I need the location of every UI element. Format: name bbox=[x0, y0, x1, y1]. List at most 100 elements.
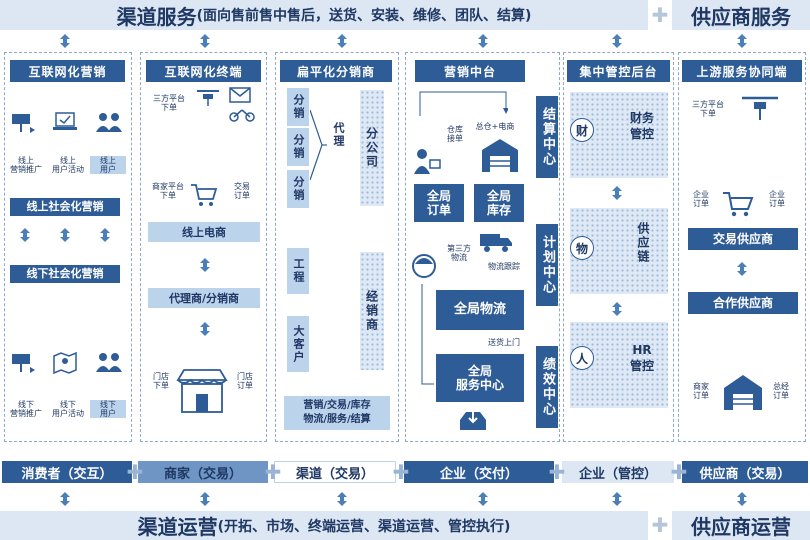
double-arrow-icon bbox=[612, 34, 622, 48]
double-arrow-icon bbox=[200, 258, 210, 272]
label-warehouse-accept: 仓库 接单 bbox=[447, 125, 463, 143]
column-title-backend: 集中管控后台 bbox=[567, 60, 670, 82]
box-global-stock: 全局 库存 bbox=[474, 184, 524, 222]
supplier-ops-title: 供应商运营 bbox=[691, 515, 791, 539]
box-fenxiao-1: 分销 bbox=[287, 88, 309, 126]
mid-bar-channel: 渠道（交易） bbox=[274, 461, 396, 483]
box-agent-distributor: 代理商/分销商 bbox=[148, 288, 260, 308]
circle-ren: 人 bbox=[570, 346, 594, 370]
box-fengongsi: 分公司 bbox=[360, 90, 384, 206]
column-frame-terminal bbox=[140, 52, 267, 442]
label-third-party-logistics: 第三方 物流 bbox=[447, 244, 471, 262]
side-settlement-center: 结算中心 bbox=[536, 96, 558, 178]
label-store-order: 门店 下单 bbox=[153, 372, 169, 390]
distributor-functions-line-2: 物流/服务/结算 bbox=[303, 414, 371, 425]
label-store-order-2: 门店 订单 bbox=[237, 372, 253, 390]
map-pin-icon bbox=[52, 350, 78, 374]
users-group-icon bbox=[95, 350, 123, 374]
panel-hr bbox=[570, 322, 668, 408]
double-arrow-icon bbox=[200, 322, 210, 336]
box-dakehu: 大客户 bbox=[287, 316, 309, 372]
column-title-distributor: 扁平化分销商 bbox=[280, 60, 392, 82]
delivery-bike-icon bbox=[228, 106, 256, 122]
double-arrow-icon bbox=[612, 302, 622, 316]
double-arrow-icon bbox=[612, 186, 622, 200]
supplier-service-bar: 供应商服务 bbox=[672, 0, 810, 30]
column-frame-distributor bbox=[275, 52, 399, 442]
mid-bar-enterprise-delivery: 企业（交付） bbox=[404, 461, 554, 483]
double-arrow-icon bbox=[100, 228, 110, 242]
double-arrow-icon bbox=[20, 228, 30, 242]
label-third-party-order-upstream: 三方平台 下单 bbox=[692, 100, 724, 118]
side-performance-center: 绩效中心 bbox=[536, 346, 558, 428]
box-trade-supplier: 交易供应商 bbox=[688, 228, 798, 250]
box-jingxiaoshang: 经销商 bbox=[360, 252, 384, 370]
mid-bar-enterprise-control: 企业（管控） bbox=[562, 461, 674, 483]
label-third-party-order: 三方平台 下单 bbox=[153, 94, 185, 112]
plus-separator-bottom: ✚ bbox=[651, 513, 669, 537]
supplier-ops-bar: 供应商运营 bbox=[672, 511, 810, 540]
box-global-order: 全局 订单 bbox=[414, 184, 464, 222]
label-offline-promotion: 线下 营销推广 bbox=[10, 400, 42, 418]
text-hr-control: HR 管控 bbox=[629, 343, 654, 373]
column-title-middle-platform: 营销中台 bbox=[415, 60, 525, 82]
column-frame-backend bbox=[563, 52, 674, 442]
users-group-icon bbox=[95, 110, 123, 134]
box-distributor-functions: 营销/交易/库存 物流/服务/结算 bbox=[284, 396, 390, 430]
label-trade-order: 交易 订单 bbox=[234, 182, 250, 200]
drone-icon bbox=[195, 86, 221, 108]
label-enterprise-order: 企业 订单 bbox=[693, 190, 709, 208]
supplier-service-title: 供应商服务 bbox=[691, 4, 791, 29]
double-arrow-icon bbox=[200, 492, 210, 506]
box-gongcheng: 工程 bbox=[287, 248, 309, 294]
circle-wu: 物 bbox=[570, 236, 594, 260]
flow-connector-icon bbox=[418, 88, 508, 118]
column-frame-middle-platform bbox=[405, 52, 560, 442]
label-merchant-order: 商家平台 下单 bbox=[152, 182, 184, 200]
label-merchant-order-upstream: 商家 订单 bbox=[693, 382, 709, 400]
double-arrow-icon bbox=[337, 34, 347, 48]
label-door-delivery: 送货上门 bbox=[488, 338, 520, 347]
channel-ops-detail: (开拓、市场、终端运营、渠道运营、管控执行) bbox=[217, 518, 511, 535]
double-arrow-icon bbox=[337, 492, 347, 506]
drone-icon bbox=[740, 90, 780, 122]
label-online-activity: 线上 用户活动 bbox=[52, 156, 84, 174]
label-online-user: 线上 用户 bbox=[90, 156, 126, 174]
plus-separator-top: ✚ bbox=[651, 3, 669, 27]
box-daili: 代理 bbox=[327, 112, 349, 158]
channel-service-bar: 渠道服务 (面向售前售中售后，送货、安装、维修、团队、结算) bbox=[0, 0, 648, 30]
warehouse-icon bbox=[722, 372, 764, 412]
double-arrow-icon bbox=[737, 34, 747, 48]
label-online-promotion: 线上 营销推广 bbox=[10, 156, 42, 174]
shopping-cart-icon bbox=[190, 182, 218, 208]
inbox-download-icon bbox=[458, 408, 488, 432]
label-logistics-tracking: 物流跟踪 bbox=[488, 262, 520, 271]
truck-icon bbox=[478, 230, 514, 254]
double-arrow-icon bbox=[612, 492, 622, 506]
double-arrow-icon bbox=[737, 262, 747, 276]
text-finance-control: 财务 管控 bbox=[629, 111, 654, 141]
box-global-logistics: 全局物流 bbox=[436, 290, 524, 330]
circle-cai: 财 bbox=[570, 118, 594, 142]
billboard-icon bbox=[10, 352, 36, 374]
label-enterprise-order-2: 企业 订单 bbox=[769, 190, 785, 208]
double-arrow-icon bbox=[478, 492, 488, 506]
warehouse-icon bbox=[480, 136, 520, 174]
double-arrow-icon bbox=[200, 34, 210, 48]
person-reading-icon bbox=[412, 146, 442, 176]
column-frame-upstream bbox=[678, 52, 806, 442]
channel-service-detail: (面向售前售中售后，送货、安装、维修、团队、结算) bbox=[196, 8, 532, 24]
box-fenxiao-2: 分销 bbox=[287, 128, 309, 166]
mid-bar-consumer: 消费者（交互） bbox=[2, 461, 132, 483]
double-arrow-icon bbox=[60, 34, 70, 48]
label-offline-activity: 线下 用户活动 bbox=[52, 400, 84, 418]
plus-separator: ✚ bbox=[392, 460, 410, 484]
box-fenxiao-3: 分销 bbox=[287, 170, 309, 208]
mail-icon bbox=[228, 86, 254, 104]
channel-ops-title: 渠道运营 bbox=[137, 515, 218, 539]
label-offline-user: 线下 用户 bbox=[90, 400, 126, 418]
column-title-terminal: 互联网化终端 bbox=[146, 60, 261, 82]
plus-separator: ✚ bbox=[548, 460, 566, 484]
box-online-retail: 线上电商 bbox=[148, 222, 260, 242]
text-supply-chain: 供应链 bbox=[636, 222, 650, 264]
